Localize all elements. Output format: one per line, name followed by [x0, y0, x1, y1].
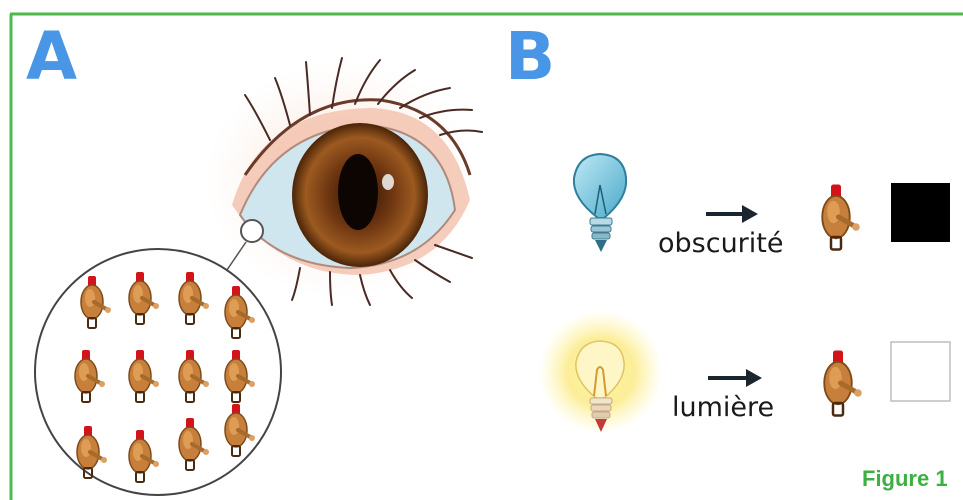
panel-label-a: A — [26, 24, 77, 90]
arrow-right-icon-dark — [706, 205, 758, 223]
magnified-circle — [35, 249, 281, 495]
toggle-switch-dark — [822, 185, 860, 250]
panel-label-b: B — [505, 24, 555, 90]
figure-caption: Figure 1 — [862, 466, 948, 492]
dark-square — [891, 183, 950, 242]
label-lumiere: lumière — [672, 392, 774, 423]
light-square — [891, 342, 950, 401]
eye-illustration — [205, 58, 482, 305]
arrow-right-icon-light — [708, 369, 762, 387]
pupil — [338, 154, 378, 230]
toggle-switch-light — [824, 351, 862, 416]
zoom-origin-circle — [241, 220, 263, 242]
light-bulb-off-icon — [574, 154, 626, 252]
label-obscurite: obscurité — [658, 228, 783, 259]
light-bulb-on-icon — [539, 310, 663, 434]
